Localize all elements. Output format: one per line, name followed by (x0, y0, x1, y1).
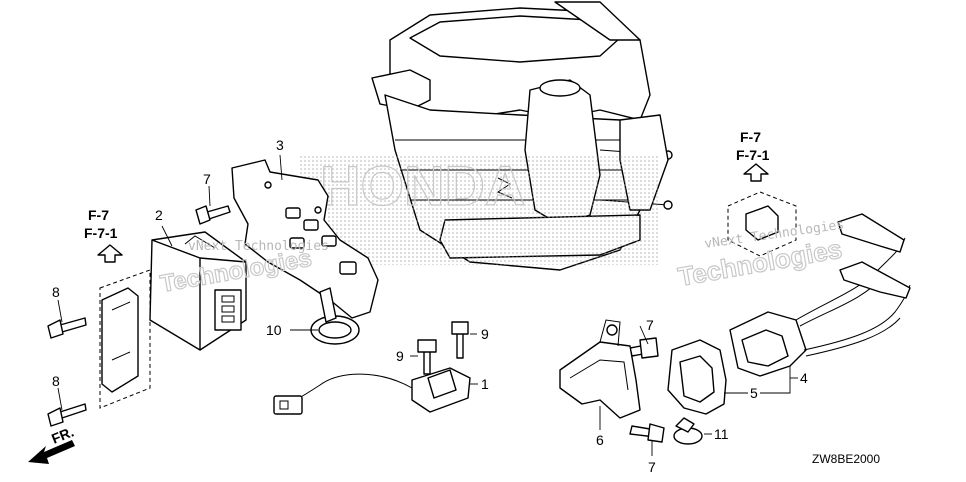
callout-1: 1 (481, 376, 489, 392)
part-10-clamp (310, 287, 360, 345)
left-bracket-assembly (99, 269, 151, 409)
part-6-bracket (559, 319, 641, 419)
bolt-8-upper (47, 317, 87, 339)
right-reference-box (727, 191, 797, 257)
part-1-sensor (273, 367, 471, 415)
bolt-9-right (451, 321, 469, 359)
watermark-honda: HONDA (319, 153, 526, 217)
reference-left-line2: F-7-1 (84, 225, 118, 241)
front-marker: FR. (28, 423, 76, 464)
callout-9-left: 9 (396, 348, 404, 364)
callout-6: 6 (596, 432, 604, 448)
reference-left-line1: F-7 (88, 207, 109, 223)
part-11-clamp (673, 417, 703, 445)
reference-arrow-left (97, 244, 123, 263)
callout-5: 5 (750, 385, 758, 401)
callout-8-lower: 8 (52, 373, 60, 389)
callout-7-top: 7 (203, 171, 211, 187)
callout-4: 4 (800, 370, 808, 386)
callout-10: 10 (266, 322, 282, 338)
callout-8-upper: 8 (52, 284, 60, 300)
callout-11: 11 (714, 426, 729, 442)
callout-2: 2 (155, 207, 163, 223)
diagram-code: ZW8BE2000 (812, 452, 880, 466)
bolt-7-bottom (629, 423, 665, 443)
svg-text:HONDA: HONDA (320, 154, 525, 217)
leader-lines (57, 154, 798, 456)
callout-7-mid: 7 (646, 317, 654, 333)
callout-7-bottom: 7 (648, 459, 656, 475)
bolt-7-mid (629, 337, 659, 359)
callout-3: 3 (276, 137, 284, 153)
reference-right-line1: F-7 (740, 129, 761, 145)
callout-9-right: 9 (481, 326, 489, 342)
front-marker-label: FR. (49, 423, 76, 446)
reference-arrow-right (743, 163, 769, 182)
reference-right-line2: F-7-1 (736, 147, 770, 163)
bolt-7-top (195, 205, 231, 225)
part-3-bracket (231, 159, 379, 319)
watermark-left: vNext Technologies (188, 239, 329, 254)
bolt-8-lower (47, 403, 87, 427)
part-5-sleeve (667, 339, 727, 415)
engine-block (300, 1, 673, 271)
part-4-ignition-coil (729, 213, 911, 377)
bolt-9-left (417, 339, 437, 375)
part-2-control-module (149, 231, 247, 351)
